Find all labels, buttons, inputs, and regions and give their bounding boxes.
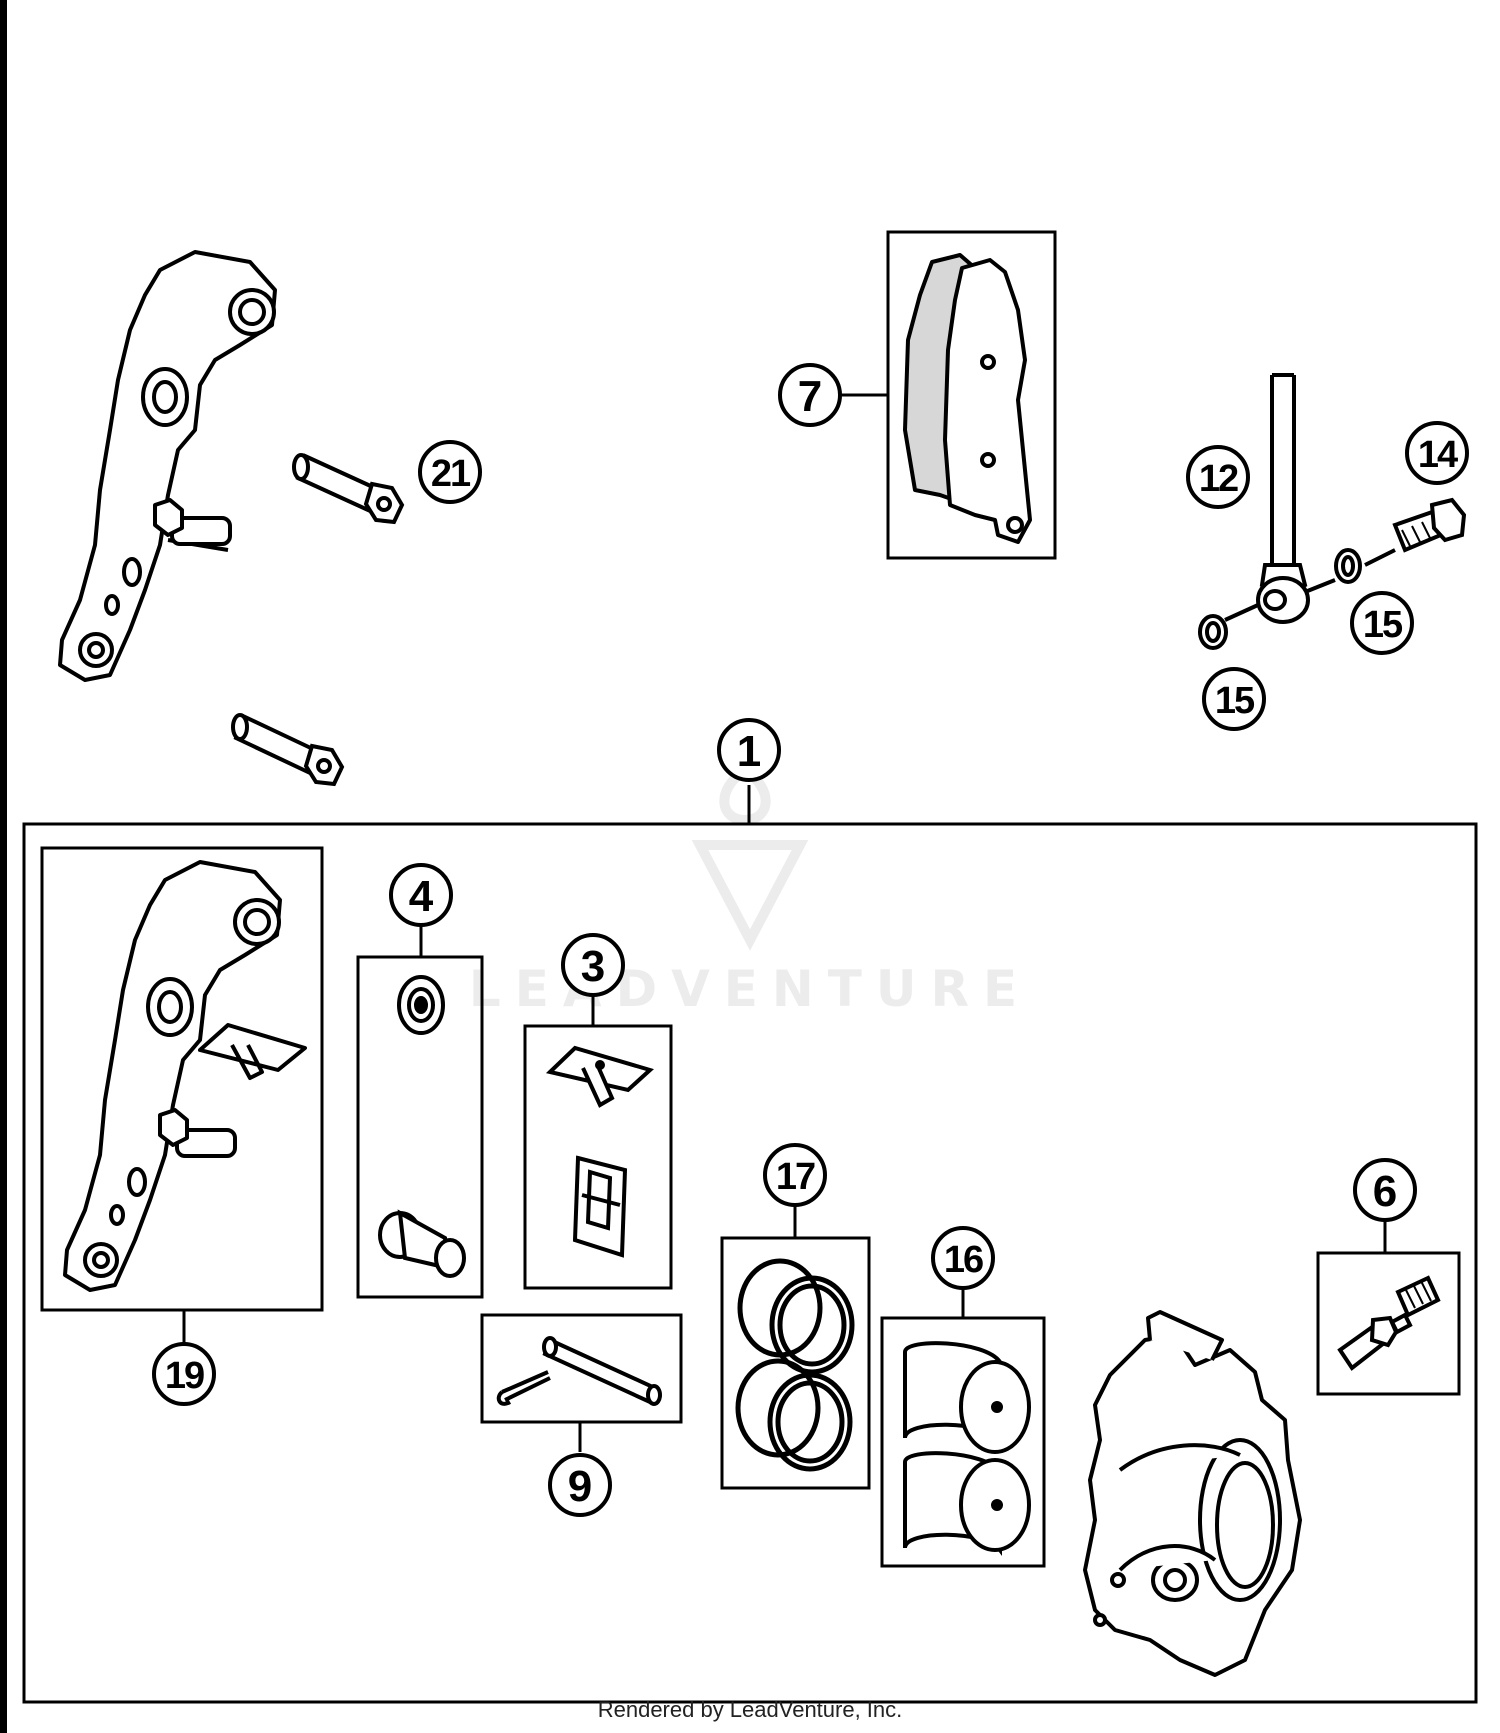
svg-text:15: 15	[1363, 604, 1403, 646]
pad-spring-clip-part	[545, 1045, 654, 1108]
svg-text:14: 14	[1418, 434, 1458, 476]
callout-16: 16	[931, 1226, 995, 1290]
bracket-box-19	[40, 846, 324, 1312]
brake-pads-part	[903, 253, 1032, 544]
svg-text:4: 4	[409, 872, 434, 921]
box-6	[1316, 1251, 1461, 1396]
svg-text:17: 17	[776, 1156, 815, 1198]
brake-line-banjo-part	[1224, 373, 1396, 624]
svg-text:19: 19	[165, 1355, 204, 1397]
washer-15-right-part	[1334, 548, 1362, 584]
callout-7: 7	[778, 363, 842, 427]
callout-15-bottom: 15	[1202, 667, 1266, 731]
page-left-border	[0, 0, 7, 1733]
washer-15-left-part	[1198, 614, 1228, 650]
bleeder-cap-part	[1395, 1275, 1441, 1318]
callout-3: 3	[561, 933, 625, 997]
callout-4: 4	[389, 863, 453, 927]
callout-12: 12	[1186, 445, 1250, 509]
svg-text:1: 1	[737, 727, 761, 776]
watermark-text: LEADVENTURE	[468, 960, 1032, 1018]
svg-text:7: 7	[798, 372, 822, 421]
callout-1: 1	[717, 718, 781, 782]
callout-15-right: 15	[1350, 591, 1414, 655]
box-3	[523, 1024, 673, 1290]
guide-pin-part	[378, 1209, 466, 1278]
callout-21: 21	[418, 440, 482, 504]
bolt-part	[231, 713, 345, 787]
brake-caliper-bracket-part	[58, 250, 277, 682]
svg-text:16: 16	[944, 1239, 983, 1281]
pistons-part	[903, 1341, 1031, 1556]
watermark-logo	[691, 763, 809, 951]
bolt-21-part	[292, 453, 405, 525]
svg-text:21: 21	[431, 453, 471, 495]
cotter-pin-part	[496, 1370, 551, 1406]
pad-retainer-plate-part	[572, 1155, 628, 1258]
callout-14: 14	[1405, 421, 1469, 485]
callout-19: 19	[152, 1342, 216, 1406]
svg-text:15: 15	[1215, 680, 1255, 722]
callout-6: 6	[1353, 1158, 1417, 1222]
svg-text:9: 9	[568, 1462, 592, 1511]
footer-credit: Rendered by LeadVenture, Inc.	[597, 1697, 903, 1722]
svg-text:3: 3	[581, 942, 605, 991]
pad-pin-part	[542, 1336, 662, 1406]
caliper-housing-part	[1083, 1310, 1302, 1677]
boot-seal-part	[397, 975, 445, 1035]
piston-seals-part	[735, 1258, 855, 1472]
bleeder-valve-part	[1337, 1312, 1413, 1371]
bracket-19-part	[63, 860, 307, 1292]
callout-9: 9	[548, 1453, 612, 1517]
callout-17: 17	[763, 1143, 827, 1207]
svg-text:6: 6	[1373, 1167, 1397, 1216]
banjo-bolt-14-part	[1392, 497, 1467, 553]
svg-text:12: 12	[1199, 458, 1238, 500]
